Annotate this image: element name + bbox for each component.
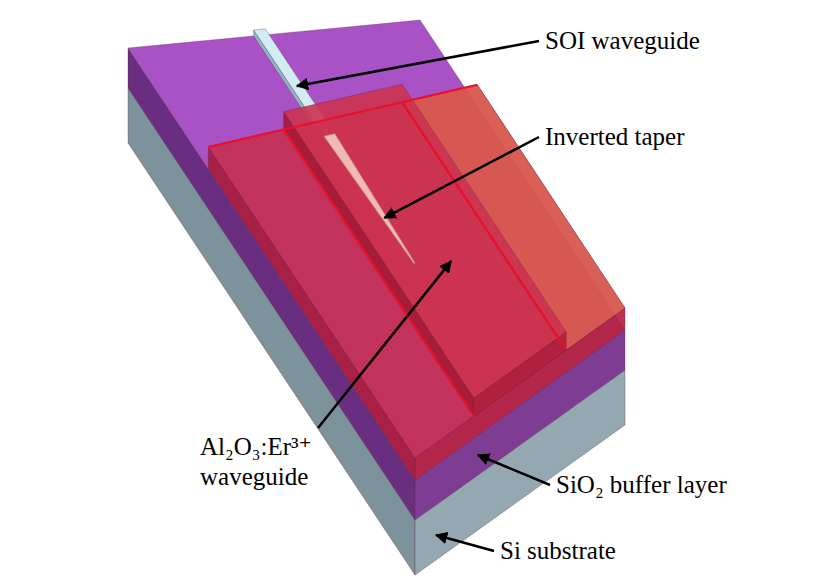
part-label: SOI waveguide [545,26,700,56]
leader-arrow [318,261,451,428]
part-label: SiO₂ buffer layer [556,470,727,500]
leader-arrow [384,137,539,218]
inverted-taper [324,134,415,264]
leader-arrow [297,41,539,86]
al2o3-rib-top [284,84,567,398]
rib-edge-right [402,102,566,350]
sio2-top-face [128,20,625,480]
rib-edge-left [284,130,474,416]
leader-arrow [436,535,494,551]
leader-arrow [478,455,550,485]
part-label: Inverted taper [545,122,685,152]
part-label: Si substrate [500,536,616,566]
part-label: Al₂O₃:Er³⁺ waveguide [200,432,360,492]
slab-back-edge [208,85,477,147]
